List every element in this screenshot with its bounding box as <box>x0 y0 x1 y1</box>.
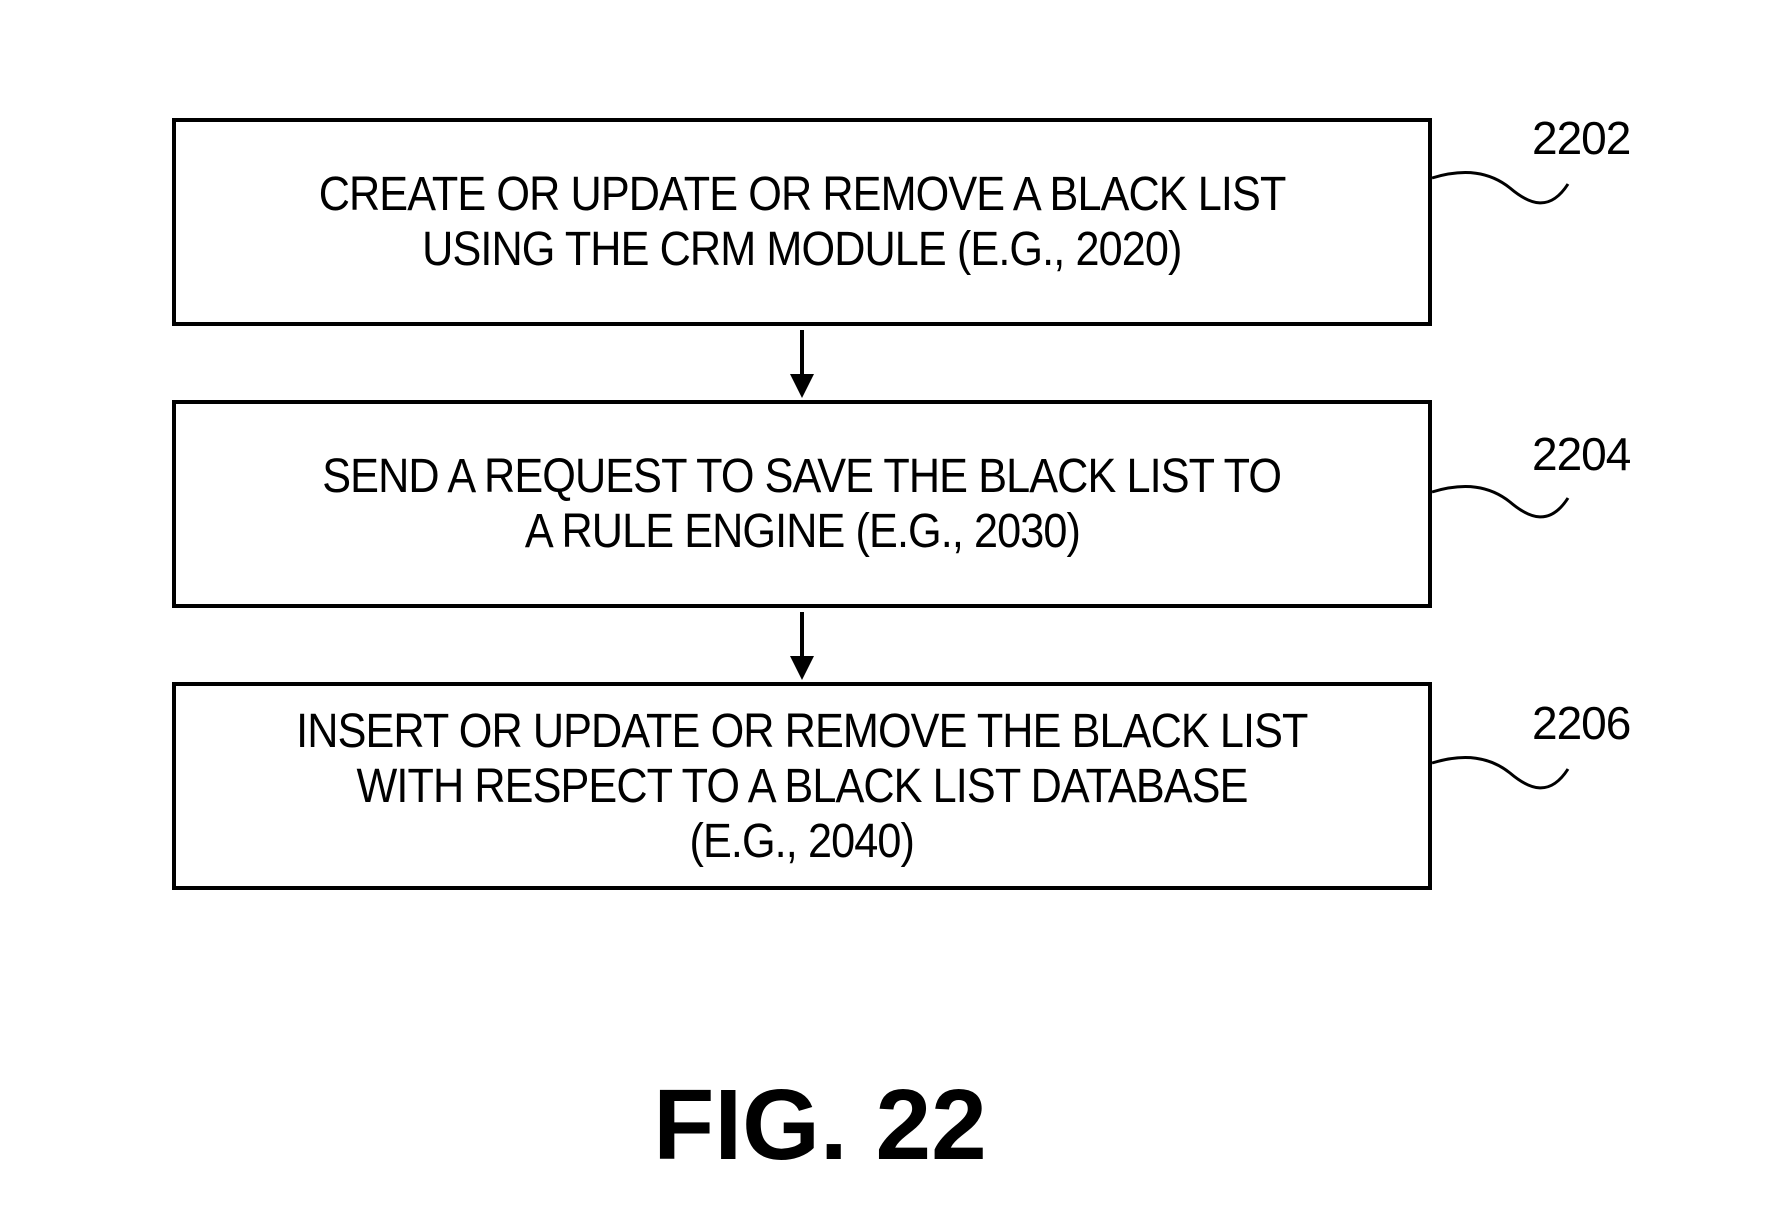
ref-label-2206: 2206 <box>1532 698 1630 748</box>
flow-arrowhead-1-to-2 <box>790 374 814 398</box>
ref-label-2204: 2204 <box>1532 429 1630 479</box>
step-box-2202: CREATE OR UPDATE OR REMOVE A BLACK LIST … <box>172 118 1432 326</box>
step-2206-line-1: INSERT OR UPDATE OR REMOVE THE BLACK LIS… <box>296 704 1307 759</box>
ref-leader-2202 <box>1432 173 1568 203</box>
step-2206-line-3: (E.G., 2040) <box>690 814 915 869</box>
figure-label: FIG. 22 <box>0 1070 1640 1180</box>
ref-label-2202: 2202 <box>1532 113 1630 163</box>
flow-arrowhead-2-to-3 <box>790 656 814 680</box>
step-box-2204: SEND A REQUEST TO SAVE THE BLACK LIST TO… <box>172 400 1432 608</box>
step-2206-line-2: WITH RESPECT TO A BLACK LIST DATABASE <box>356 759 1247 814</box>
step-box-2206: INSERT OR UPDATE OR REMOVE THE BLACK LIS… <box>172 682 1432 890</box>
ref-leader-2204 <box>1432 487 1568 517</box>
step-2204-line-2: A RULE ENGINE (E.G., 2030) <box>524 504 1079 559</box>
step-2204-line-1: SEND A REQUEST TO SAVE THE BLACK LIST TO <box>323 449 1282 504</box>
ref-leader-2206 <box>1432 758 1568 788</box>
step-2202-line-2: USING THE CRM MODULE (E.G., 2020) <box>422 222 1181 277</box>
step-2202-line-1: CREATE OR UPDATE OR REMOVE A BLACK LIST <box>319 167 1286 222</box>
